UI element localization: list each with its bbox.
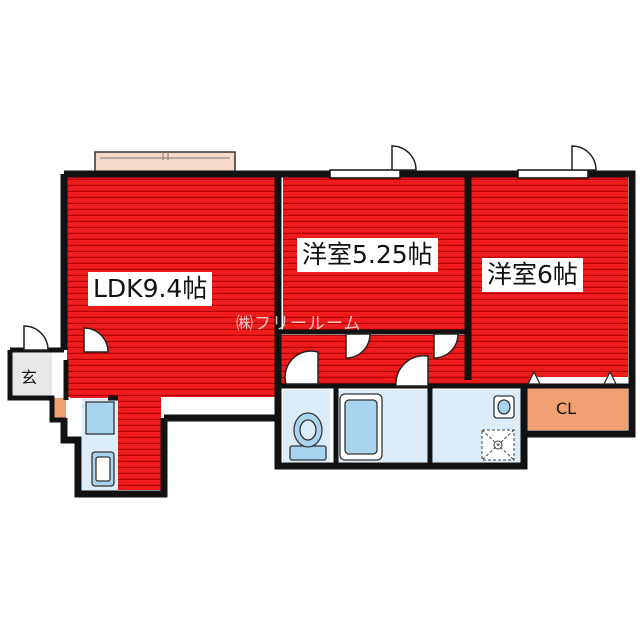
closet-floor (524, 384, 628, 430)
sink-icon (493, 395, 515, 419)
room-label-ldk: LDK9.4帖 (88, 272, 213, 306)
room-label-entrance: 玄 (21, 368, 38, 387)
entrance-step (52, 398, 66, 418)
company-watermark: ㈱フリールーム (236, 314, 362, 334)
room-label-closet: CL (556, 399, 577, 418)
room-label-western1: 洋室5.25帖 (297, 238, 438, 272)
walls (7, 170, 636, 498)
entrance-floor (12, 350, 52, 398)
door-swing-icon (23, 145, 597, 387)
toilet-icon (289, 412, 327, 461)
washer-pan-icon (481, 429, 515, 461)
room-label-western2: 洋室6帖 (482, 258, 583, 292)
kitchen-sink-icon (85, 401, 115, 487)
bathtub-icon (339, 393, 383, 461)
